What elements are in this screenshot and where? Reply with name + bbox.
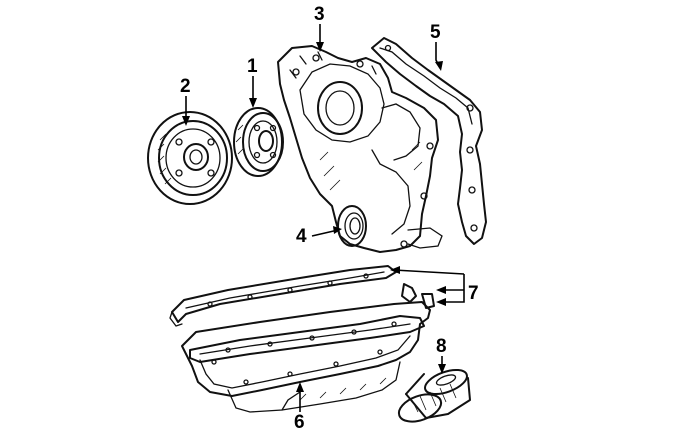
callout-3: 3 <box>314 4 325 25</box>
callout-leaders <box>182 24 465 412</box>
callout-1: 1 <box>247 56 258 77</box>
callout-8: 8 <box>436 336 447 357</box>
crankshaft-damper <box>233 107 284 177</box>
timing-cover-gasket <box>371 37 487 245</box>
crankshaft-pulley <box>147 111 233 205</box>
callout-6: 6 <box>294 412 305 433</box>
front-seal <box>337 205 367 247</box>
callout-2: 2 <box>180 76 191 97</box>
timing-cover <box>277 45 443 253</box>
callout-4: 4 <box>296 226 307 247</box>
callout-7: 7 <box>468 283 479 304</box>
oil-filter <box>397 368 471 423</box>
oil-pan <box>181 301 431 413</box>
oil-pan-gasket-set <box>169 265 435 363</box>
callout-5: 5 <box>430 22 441 43</box>
